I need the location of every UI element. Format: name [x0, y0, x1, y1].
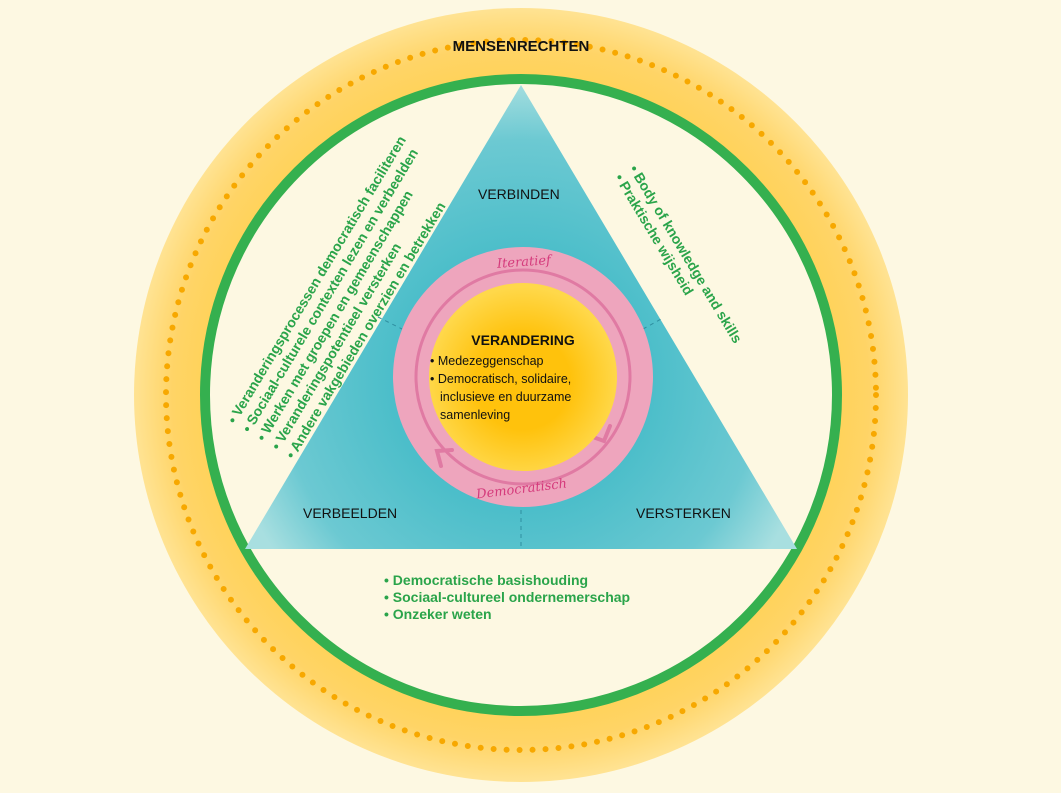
corner-label-left: VERBEELDEN	[303, 505, 398, 521]
cycle-arrow-left-icon	[434, 448, 454, 468]
corner-label-top: VERBINDEN	[478, 186, 560, 202]
center-title: VERANDERING	[471, 332, 575, 348]
pink-cycle-line	[414, 268, 632, 486]
center-item: Democratisch, solidaire, inclusieve en d…	[428, 370, 618, 424]
center-item: Medezeggenschap	[428, 352, 618, 370]
corner-label-right: VERSTERKEN	[636, 505, 731, 521]
list-item: Sociaal-cultureel ondernemerschap	[384, 589, 630, 606]
dotted-ring	[163, 37, 879, 753]
outer-ring-label: MENSENRECHTEN	[452, 38, 590, 55]
center-content: VERANDERING Medezeggenschap Democratisch…	[428, 332, 618, 424]
list-item: Onzeker weten	[384, 606, 630, 623]
dashed-divider-right	[642, 317, 664, 330]
list-item: Democratische basishouding	[384, 572, 630, 589]
bottom-list: Democratische basishouding Sociaal-cultu…	[384, 572, 630, 623]
